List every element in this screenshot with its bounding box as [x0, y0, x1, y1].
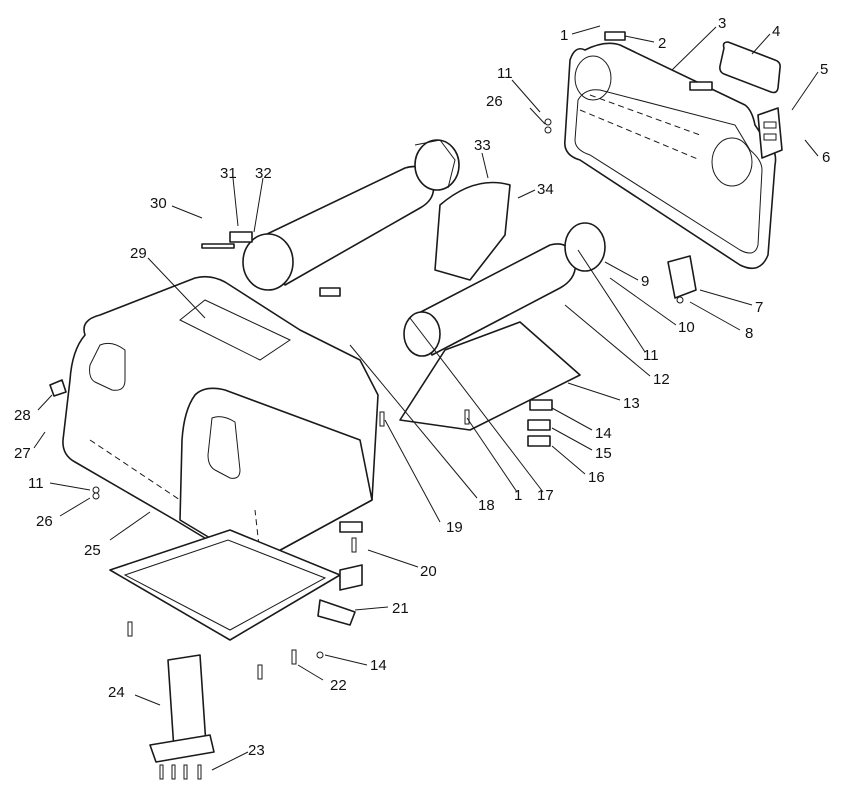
callout-6: 6: [822, 149, 830, 166]
callout-25: 25: [84, 542, 101, 559]
callout-15: 15: [595, 445, 612, 462]
main-hood: [62, 275, 379, 565]
callout-labels: 1 2 3 4 5 6 11 26 33 34 30 31 32 29 9 7 …: [14, 15, 830, 759]
lower-roll-assembly: [403, 222, 606, 357]
callout-3: 3: [718, 15, 726, 32]
callout-24: 24: [108, 684, 125, 701]
callout-19: 19: [446, 519, 463, 536]
callout-14b: 14: [370, 657, 387, 674]
callout-31: 31: [220, 165, 237, 182]
callout-26: 26: [486, 93, 503, 110]
callout-26b: 26: [36, 513, 53, 530]
callout-34: 34: [537, 181, 554, 198]
floor-plate: [399, 321, 581, 431]
callout-32: 32: [255, 165, 272, 182]
callout-10: 10: [678, 319, 695, 336]
callout-7: 7: [755, 299, 763, 316]
callout-9: 9: [641, 273, 649, 290]
callout-27: 27: [14, 445, 31, 462]
rear-panel: [563, 42, 777, 270]
leader-lines: [33, 25, 819, 771]
callout-28: 28: [14, 407, 31, 424]
callout-2: 2: [658, 35, 666, 52]
callout-4: 4: [772, 23, 780, 40]
callout-11b: 11: [643, 347, 659, 364]
callout-11c: 11: [28, 475, 44, 492]
callout-13: 13: [623, 395, 640, 412]
hardware: [49, 31, 713, 780]
callout-29: 29: [130, 245, 147, 262]
callout-11: 11: [497, 65, 513, 82]
callout-33: 33: [474, 137, 491, 154]
post: [149, 654, 215, 763]
upper-roll-assembly: [242, 139, 460, 291]
callout-5: 5: [820, 61, 828, 78]
callout-20: 20: [420, 563, 437, 580]
hinge-bracket: [757, 107, 783, 159]
curved-shield: [434, 181, 511, 281]
callout-30: 30: [150, 195, 167, 212]
frame: [109, 529, 363, 641]
callout-21: 21: [392, 600, 409, 617]
callout-22: 22: [330, 677, 347, 694]
callout-14: 14: [595, 425, 612, 442]
plate: [719, 41, 781, 94]
callout-18: 18: [478, 497, 495, 514]
callout-1: 1: [560, 27, 568, 44]
side-plate: [667, 255, 697, 299]
callout-16: 16: [588, 469, 605, 486]
callout-17: 17: [537, 487, 554, 504]
callout-1b: 1: [514, 487, 522, 504]
callout-23: 23: [248, 742, 265, 759]
callout-12: 12: [653, 371, 670, 388]
callout-8: 8: [745, 325, 753, 342]
